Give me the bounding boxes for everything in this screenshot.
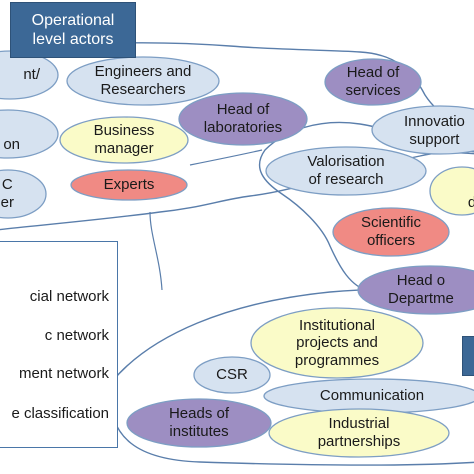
node-csr: CSR — [216, 366, 248, 384]
link-line — [149, 211, 163, 291]
node-shape — [429, 166, 474, 216]
node-engineers-researchers: Engineers and Researchers — [94, 63, 192, 98]
node-valorisation-of-research: Valorisation of research — [307, 153, 385, 188]
node-shape — [178, 92, 308, 146]
link-line — [189, 149, 263, 166]
node-shape — [70, 169, 188, 201]
legend-item-management-network: ment network — [18, 365, 109, 382]
node-shape — [250, 307, 424, 379]
node-institutional-projects: Institutional projects and programmes — [294, 316, 380, 369]
legend-item-social-network: cial network — [29, 288, 109, 305]
legend-box: cial network c network ment network e cl… — [0, 241, 118, 448]
node-shape — [332, 207, 450, 257]
node-shape — [357, 265, 474, 315]
operational-actors-header: Operational level actors — [10, 2, 136, 58]
node-shape — [66, 56, 220, 106]
node-shape — [0, 109, 59, 159]
node-shape — [193, 356, 271, 394]
node-innovation-support: Innovatio support — [404, 113, 465, 148]
legend-item-classification: e classification — [11, 405, 109, 422]
node-shape — [59, 116, 189, 164]
node-scientific-officers: Scientific officers — [360, 214, 422, 249]
strategic-network-boundary — [109, 288, 474, 466]
node-shape — [265, 146, 427, 196]
node-partial-left-top: nt/ — [23, 66, 40, 84]
node-communication: Communication — [319, 387, 425, 405]
node-shape — [126, 398, 272, 448]
node-partial-left-low: C er — [0, 176, 14, 211]
node-shape — [324, 58, 422, 106]
node-partial-right: d — [467, 194, 474, 212]
node-shape — [371, 105, 474, 155]
node-head-of-department: Head o Departme — [388, 272, 454, 307]
node-business-manager: Business manager — [93, 122, 155, 157]
node-shape — [268, 408, 450, 458]
strategic-actors-header-partial — [462, 336, 474, 376]
node-head-of-laboratories: Head of laboratories — [203, 101, 283, 136]
node-shape — [0, 169, 47, 219]
node-heads-of-institutes: Heads of institutes — [168, 405, 230, 440]
node-industrial-partnerships: Industrial partnerships — [317, 415, 401, 450]
node-partial-left-mid: on — [3, 136, 20, 154]
node-head-of-services: Head of services — [345, 64, 401, 99]
operational-network-boundary — [0, 42, 474, 231]
node-experts: Experts — [103, 176, 155, 194]
legend-item-strategic-network: c network — [44, 327, 109, 344]
